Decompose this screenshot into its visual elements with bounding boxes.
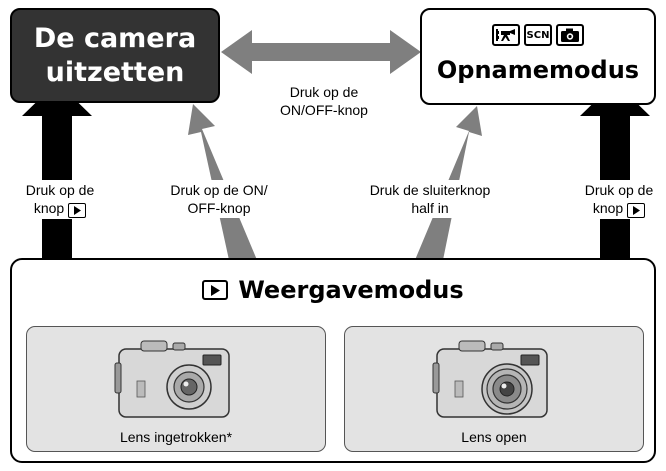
- lens-retracted-caption: Lens ingetrokken*: [119, 429, 233, 445]
- camera-mode-icon: [556, 24, 584, 46]
- label-shoot-play-line2-wrap: knop: [572, 199, 666, 218]
- scn-mode-text: SCN: [526, 29, 550, 41]
- lens-open-caption: Lens open: [461, 429, 527, 445]
- shooting-mode-node: SCN Opnamemodus: [420, 8, 656, 105]
- scn-mode-icon: SCN: [524, 24, 552, 46]
- label-play-shoot: Druk de sluiterknop half in: [360, 180, 500, 218]
- label-off-play: Druk op de knop: [10, 180, 110, 219]
- label-shoot-play-line2: knop: [592, 200, 624, 216]
- lens-retracted-panel: Lens ingetrokken*: [26, 326, 326, 452]
- label-off-play-line1: Druk op de: [25, 182, 95, 198]
- mode-icons: SCN: [422, 24, 654, 46]
- lens-open-panel: Lens open: [344, 326, 644, 452]
- shooting-mode-label: Opnamemodus: [436, 56, 640, 84]
- play-button-icon: [68, 203, 87, 218]
- label-play-shoot-line2: half in: [411, 200, 449, 216]
- label-off-shoot-line1: Druk op de: [289, 84, 359, 100]
- play-button-icon: [627, 203, 646, 218]
- label-off-shoot-line2: ON/OFF-knop: [280, 102, 368, 118]
- playback-title: Weergavemodus: [12, 276, 654, 304]
- camera-lens-retracted-image: [114, 340, 230, 418]
- label-shoot-play-line1: Druk op de: [584, 182, 654, 198]
- label-off-shoot: Druk op de ON/OFF-knop: [260, 82, 388, 120]
- power-off-node: De camera uitzetten: [10, 8, 220, 103]
- play-button-icon: [202, 280, 229, 300]
- label-shoot-play: Druk op de knop: [570, 180, 666, 219]
- label-off-play-line2-wrap: knop: [12, 199, 108, 218]
- label-play-off-line1: Druk op de ON/: [170, 182, 268, 198]
- label-play-shoot-line1: Druk de sluiterknop: [369, 182, 491, 198]
- power-off-label: De camera uitzetten: [33, 22, 197, 88]
- camera-lens-open-image: [432, 340, 548, 418]
- playback-mode-node: Weergavemodus Lens ingetrokken*: [10, 258, 656, 463]
- movie-mode-icon: [492, 24, 520, 46]
- arrow-power-off-shooting: [221, 30, 421, 74]
- playback-mode-label: Weergavemodus: [238, 276, 464, 304]
- label-off-play-line2: knop: [33, 200, 65, 216]
- label-play-off-line2: OFF-knop: [187, 200, 251, 216]
- label-play-off: Druk op de ON/ OFF-knop: [160, 180, 278, 218]
